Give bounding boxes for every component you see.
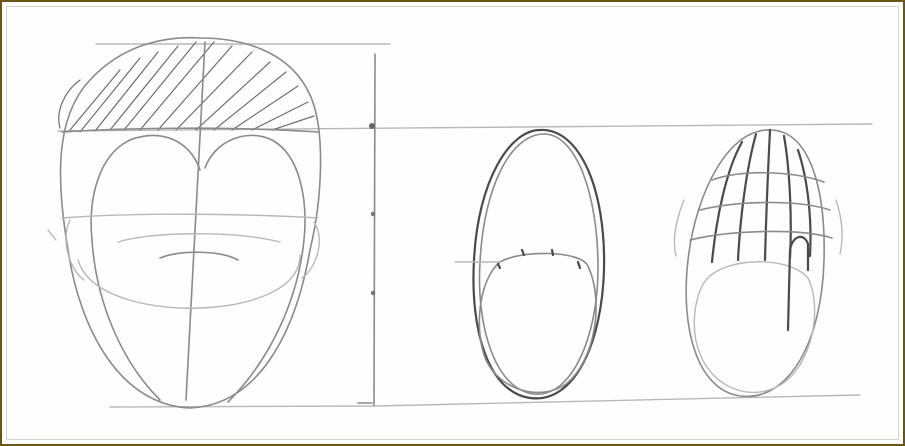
egg-head-with-hairline: [455, 130, 604, 398]
measure-line: [358, 54, 375, 405]
egg-head-with-hair-strands: [674, 130, 842, 396]
hair-strands: [712, 130, 811, 262]
front-view-head: [48, 38, 321, 408]
